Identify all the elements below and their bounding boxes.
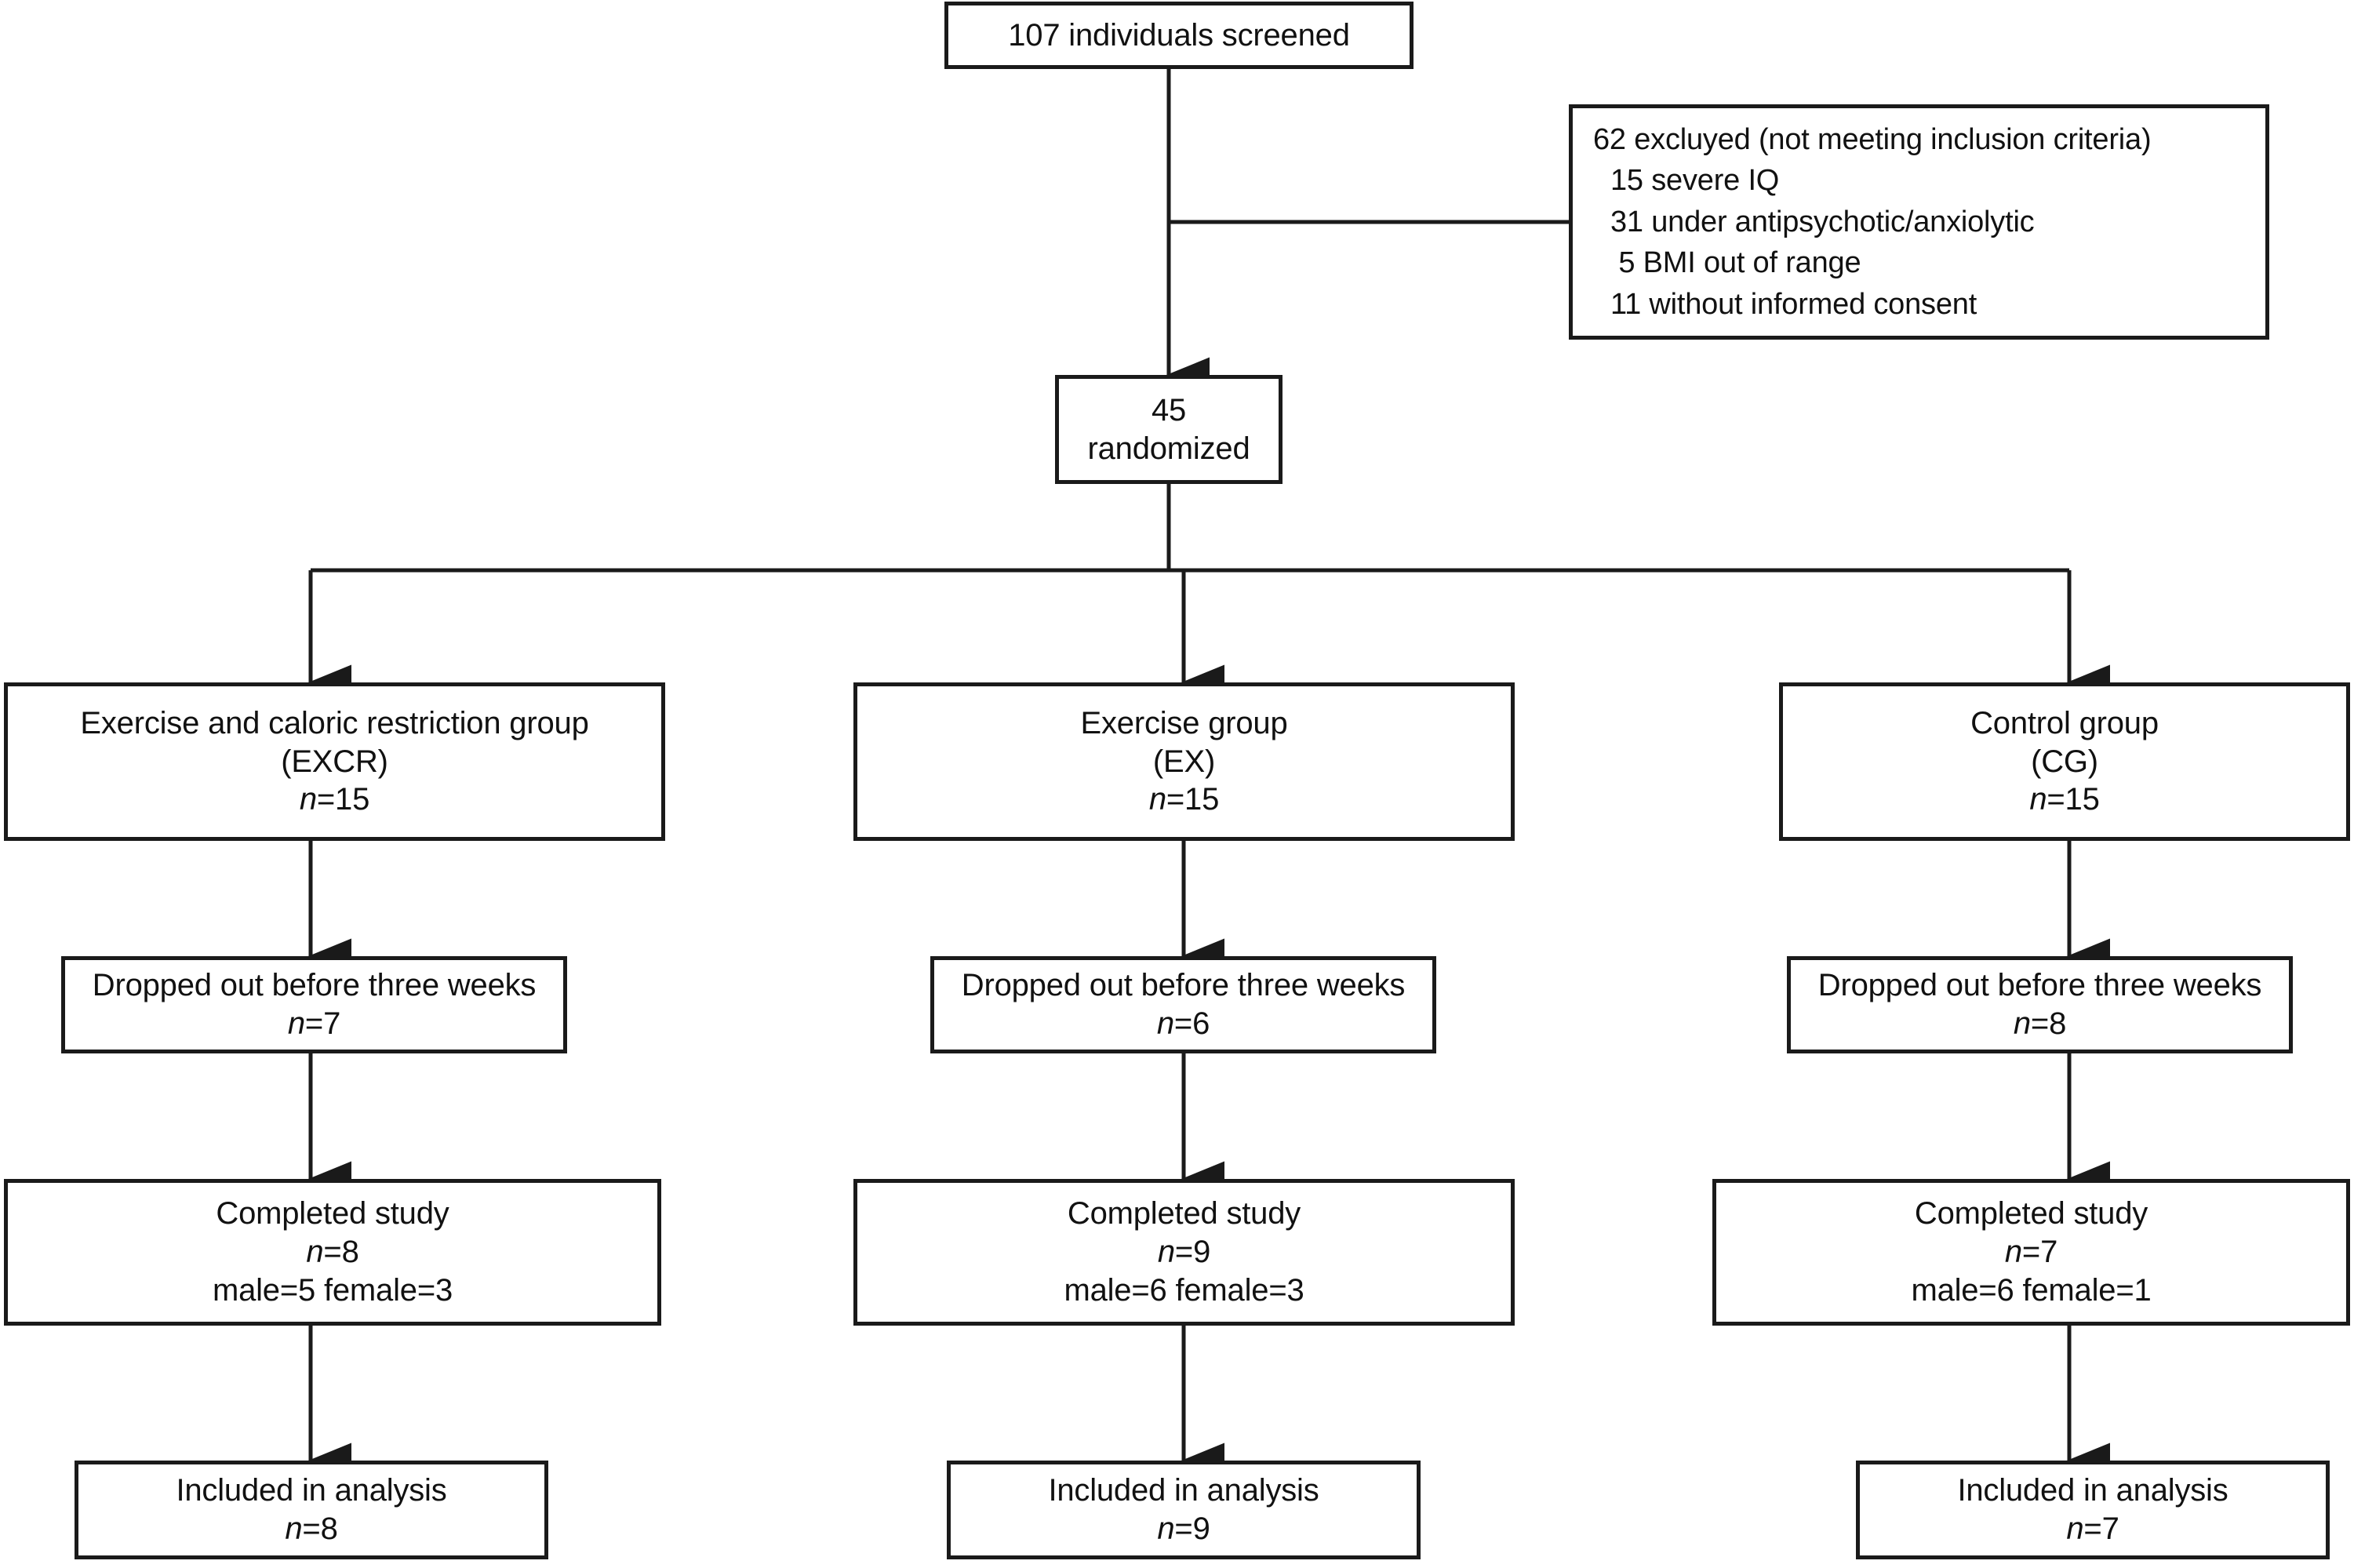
n-value: =8 bbox=[2030, 1006, 2067, 1041]
node-group-cg-name: Control group bbox=[1970, 705, 2159, 740]
n-value: =9 bbox=[1174, 1235, 1211, 1270]
n-symbol: n bbox=[287, 1006, 305, 1041]
node-dropped-cg-label: Dropped out before three weeks bbox=[1817, 968, 2262, 1003]
node-excluded-reason-3: 11 without informed consent bbox=[1610, 287, 1977, 321]
n-value: =7 bbox=[2021, 1235, 2058, 1270]
n-value: =7 bbox=[304, 1006, 341, 1041]
node-completed-cg-n: n=7 bbox=[2005, 1233, 2057, 1271]
n-value: =8 bbox=[323, 1235, 359, 1270]
node-excluded: 62 excluyed (not meeting inclusion crite… bbox=[1569, 104, 2269, 340]
n-symbol: n bbox=[1148, 782, 1166, 817]
node-excluded-heading: 62 excluyed (not meeting inclusion crite… bbox=[1593, 122, 2152, 156]
n-symbol: n bbox=[2029, 782, 2047, 817]
node-group-excr: Exercise and caloric restriction group (… bbox=[4, 682, 665, 841]
node-group-cg-n: n=15 bbox=[2029, 780, 2100, 819]
node-dropped-ex: Dropped out before three weeks n=6 bbox=[930, 956, 1436, 1053]
node-analysis-excr-n: n=8 bbox=[285, 1510, 337, 1548]
node-group-excr-n: n=15 bbox=[299, 780, 370, 819]
node-group-ex-name: Exercise group bbox=[1080, 705, 1288, 740]
node-group-cg: Control group (CG) n=15 bbox=[1779, 682, 2350, 841]
node-dropped-ex-n: n=6 bbox=[1157, 1005, 1210, 1043]
n-value: =15 bbox=[1166, 782, 1220, 817]
node-completed-cg-label: Completed study bbox=[1914, 1196, 2148, 1231]
node-dropped-excr: Dropped out before three weeks n=7 bbox=[61, 956, 567, 1053]
n-symbol: n bbox=[285, 1512, 303, 1546]
n-value: =8 bbox=[302, 1512, 338, 1546]
node-analysis-ex-label: Included in analysis bbox=[1048, 1473, 1319, 1508]
node-dropped-ex-label: Dropped out before three weeks bbox=[961, 968, 1406, 1003]
n-value: =15 bbox=[2047, 782, 2100, 817]
node-excluded-reason-0: 15 severe IQ bbox=[1610, 164, 1780, 198]
node-completed-ex-label: Completed study bbox=[1067, 1196, 1301, 1231]
node-completed-cg: Completed study n=7 male=6 female=1 bbox=[1712, 1179, 2350, 1326]
n-value: =6 bbox=[1173, 1006, 1210, 1041]
node-screened: 107 individuals screened bbox=[944, 2, 1413, 69]
node-group-ex: Exercise group (EX) n=15 bbox=[853, 682, 1515, 841]
n-value: =9 bbox=[1174, 1512, 1210, 1546]
node-group-ex-n: n=15 bbox=[1148, 780, 1220, 819]
node-excluded-reason-1: 31 under antipsychotic/anxiolytic bbox=[1610, 205, 2035, 238]
node-analysis-ex: Included in analysis n=9 bbox=[947, 1461, 1421, 1559]
n-symbol: n bbox=[306, 1235, 324, 1270]
n-symbol: n bbox=[1156, 1006, 1174, 1041]
n-value: =7 bbox=[2083, 1512, 2119, 1546]
node-screened-label: 107 individuals screened bbox=[1008, 17, 1350, 53]
node-randomized-label: randomized bbox=[1087, 431, 1250, 466]
node-dropped-excr-label: Dropped out before three weeks bbox=[92, 968, 537, 1003]
node-randomized-count: 45 bbox=[1151, 392, 1187, 427]
node-completed-excr: Completed study n=8 male=5 female=3 bbox=[4, 1179, 661, 1326]
node-completed-ex-sex: male=6 female=3 bbox=[1064, 1272, 1304, 1308]
n-symbol: n bbox=[2013, 1006, 2031, 1041]
node-analysis-cg: Included in analysis n=7 bbox=[1856, 1461, 2330, 1559]
node-randomized: 45 randomized bbox=[1055, 375, 1283, 484]
n-symbol: n bbox=[1157, 1512, 1175, 1546]
node-group-excr-name: Exercise and caloric restriction group bbox=[80, 705, 589, 740]
node-excluded-reason-2: 5 BMI out of range bbox=[1610, 246, 1861, 280]
n-symbol: n bbox=[299, 782, 317, 817]
node-dropped-cg: Dropped out before three weeks n=8 bbox=[1787, 956, 2293, 1053]
node-analysis-cg-n: n=7 bbox=[2066, 1510, 2119, 1548]
n-symbol: n bbox=[1157, 1235, 1175, 1270]
node-analysis-cg-label: Included in analysis bbox=[1957, 1473, 2228, 1508]
node-dropped-cg-n: n=8 bbox=[2014, 1005, 2066, 1043]
node-completed-excr-n: n=8 bbox=[306, 1233, 358, 1271]
n-symbol: n bbox=[2004, 1235, 2022, 1270]
node-completed-excr-sex: male=5 female=3 bbox=[212, 1272, 453, 1308]
node-group-cg-abbrev: (CG) bbox=[2031, 744, 2098, 779]
n-symbol: n bbox=[2066, 1512, 2084, 1546]
node-group-ex-abbrev: (EX) bbox=[1152, 744, 1216, 779]
node-completed-excr-label: Completed study bbox=[216, 1196, 449, 1231]
node-analysis-ex-n: n=9 bbox=[1157, 1510, 1210, 1548]
node-completed-ex: Completed study n=9 male=6 female=3 bbox=[853, 1179, 1515, 1326]
node-group-excr-abbrev: (EXCR) bbox=[281, 744, 388, 779]
node-completed-ex-n: n=9 bbox=[1158, 1233, 1210, 1271]
n-value: =15 bbox=[316, 782, 370, 817]
node-completed-cg-sex: male=6 female=1 bbox=[1911, 1272, 2152, 1308]
node-analysis-excr: Included in analysis n=8 bbox=[75, 1461, 548, 1559]
node-dropped-excr-n: n=7 bbox=[288, 1005, 340, 1043]
node-analysis-excr-label: Included in analysis bbox=[176, 1473, 447, 1508]
